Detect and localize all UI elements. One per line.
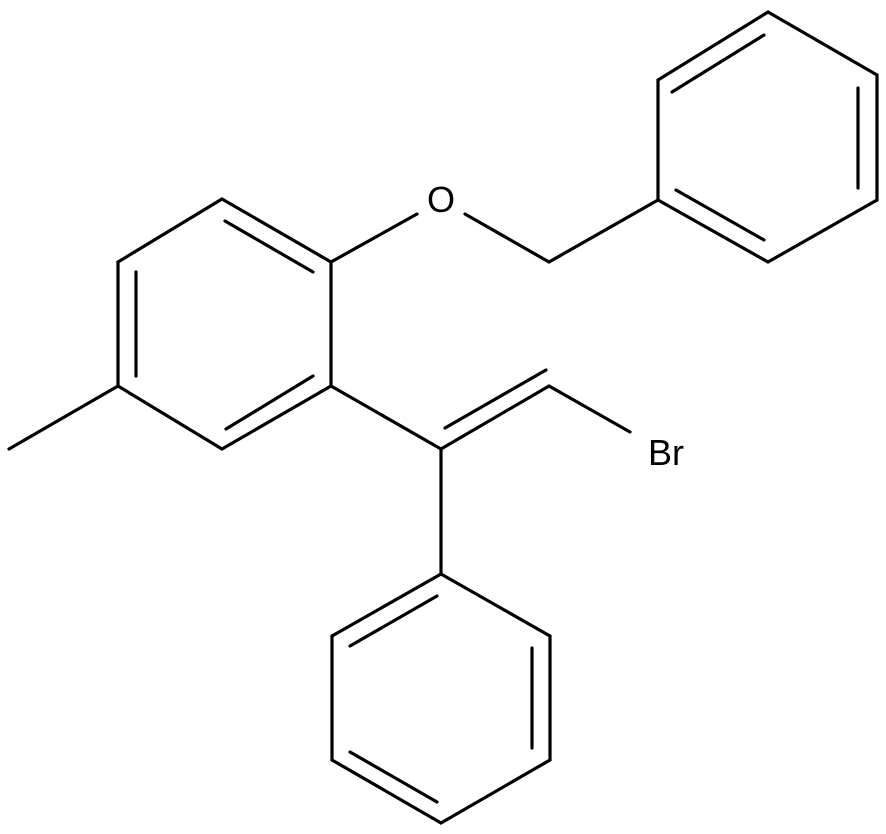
double-bond-inner [348, 594, 439, 648]
bond [116, 197, 224, 264]
bond [116, 384, 224, 451]
central-aryl-ring [116, 197, 333, 451]
double-bond-inner [223, 219, 315, 274]
vinyl-bromide-fragment: Br [329, 368, 684, 473]
double-bond-inner [670, 33, 766, 94]
double-bond-inner [443, 368, 548, 430]
bond [220, 197, 333, 264]
benzyloxy-linker: O [329, 179, 660, 264]
double-bond-inner [348, 750, 439, 804]
lower-phenyl-ring [330, 447, 552, 825]
bond [656, 10, 770, 82]
bond [463, 212, 551, 264]
bond [330, 572, 443, 638]
bond [656, 198, 770, 264]
bond [220, 384, 333, 451]
bond [547, 198, 660, 264]
bond [439, 572, 552, 638]
bromine-atom-label: Br [648, 432, 684, 473]
benzyl-phenyl-ring [656, 10, 879, 264]
double-bond-inner [224, 374, 315, 431]
bond [547, 384, 632, 434]
double-bond-inner [674, 188, 766, 242]
methyl-bond [7, 384, 120, 451]
bond [330, 758, 443, 825]
bond [329, 212, 419, 264]
bond [766, 10, 879, 77]
bond [766, 198, 879, 264]
bond [329, 384, 443, 451]
bond [439, 758, 552, 825]
oxygen-atom-label: O [427, 179, 455, 220]
bond [439, 384, 551, 451]
